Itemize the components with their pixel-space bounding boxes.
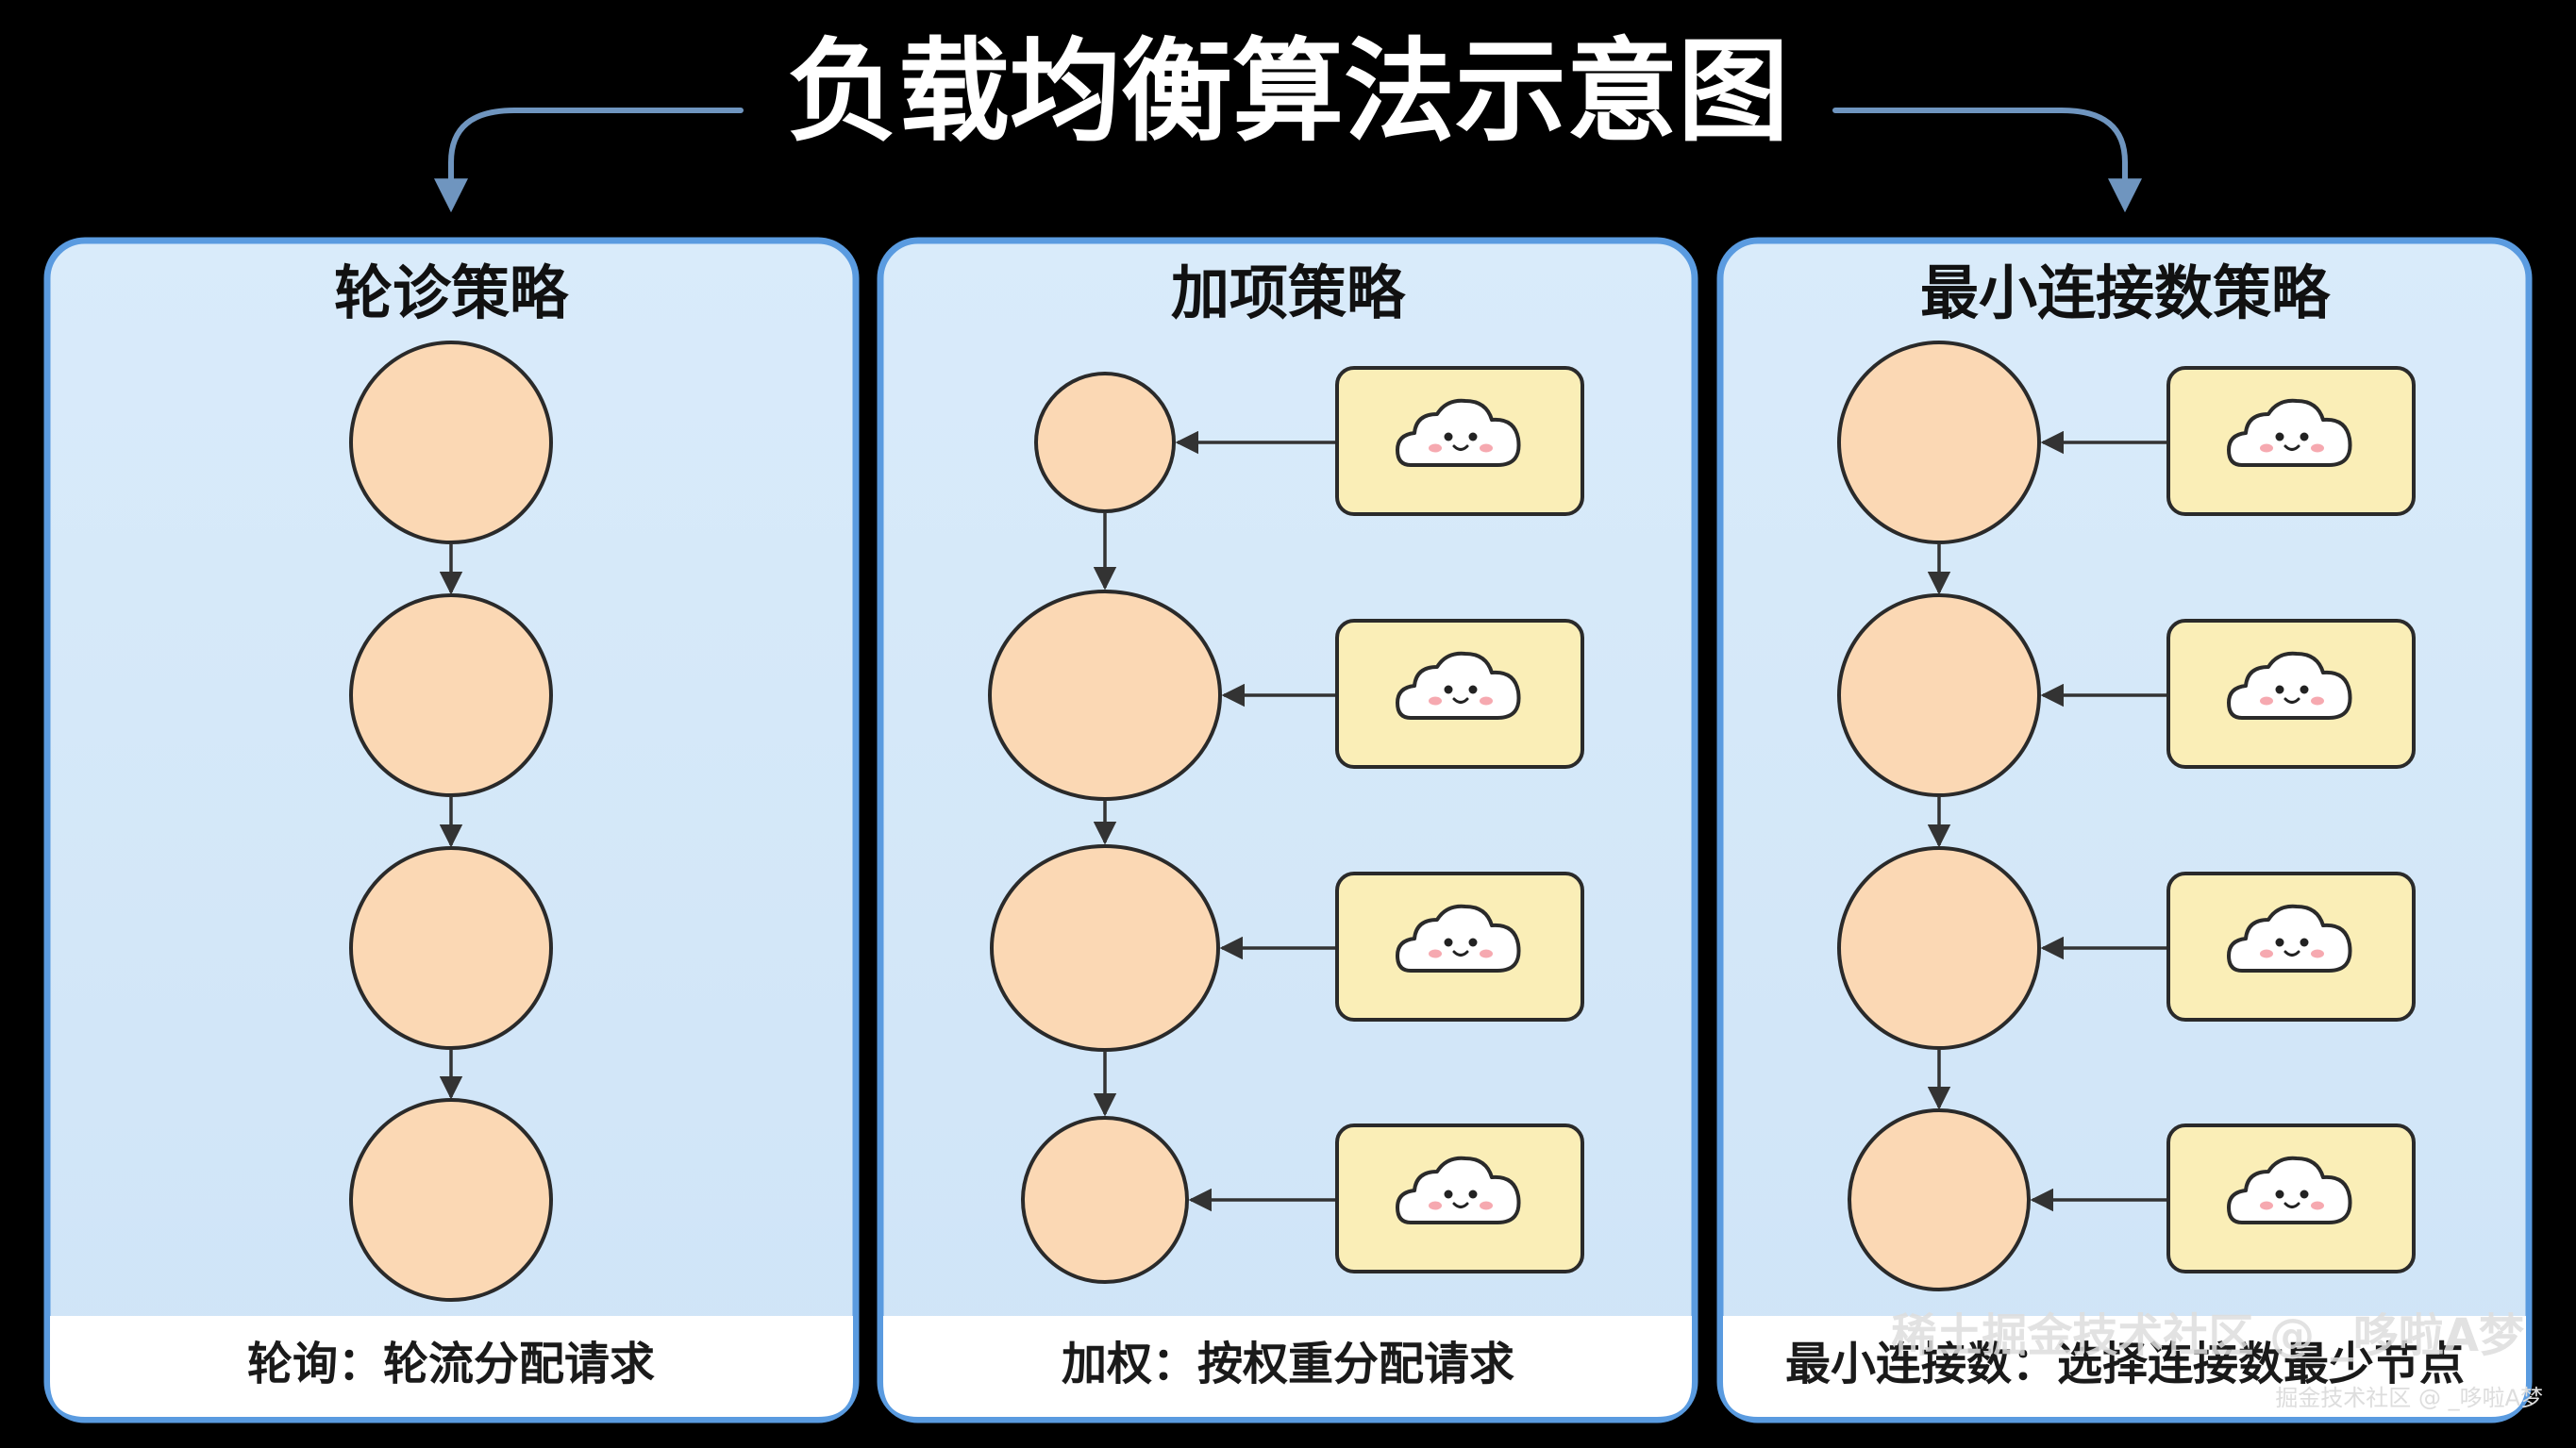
server-node xyxy=(1034,372,1176,513)
panel-title-least-connections: 最小连接数策略 xyxy=(1920,258,2331,327)
watermark-brand: 稀土掘金技术社区 @ _哆啦A梦 xyxy=(1891,1309,2524,1362)
server-node xyxy=(988,590,1222,801)
client-box xyxy=(2166,619,2416,769)
client-box xyxy=(2166,1123,2416,1273)
client-box xyxy=(2166,872,2416,1022)
panel-round-robin-caption-bar xyxy=(50,1316,853,1417)
server-node xyxy=(1837,846,2041,1050)
server-node xyxy=(349,846,553,1050)
panel-weighted: 加项策略 加权：按权重分配请求 xyxy=(877,237,1698,1423)
caption-least-connections: 最小连接数：选择连接数最少节点 xyxy=(1785,1338,2465,1390)
server-node xyxy=(349,593,553,797)
server-node xyxy=(1837,341,2041,544)
left-curved-arrow xyxy=(434,108,744,213)
client-box xyxy=(2166,366,2416,516)
client-box xyxy=(1335,872,1584,1022)
server-node xyxy=(1021,1116,1189,1284)
server-node xyxy=(1837,593,2041,797)
right-curved-arrow xyxy=(1832,108,2142,213)
server-node xyxy=(1848,1108,2031,1291)
watermark-source: 掘金技术社区 @ _哆啦A梦 xyxy=(2275,1385,2543,1411)
panel-weighted-caption-bar xyxy=(883,1316,1692,1417)
watermark: 稀土掘金技术社区 @ _哆啦A梦 掘金技术社区 @ _哆啦A梦 xyxy=(1891,1309,2543,1411)
caption-weighted: 加权：按权重分配请求 xyxy=(1062,1338,1514,1390)
client-box xyxy=(1335,366,1584,516)
caption-round-robin: 轮询：轮流分配请求 xyxy=(247,1338,655,1390)
page-title: 负载均衡算法示意图 xyxy=(787,26,1789,157)
panel-title-weighted: 加项策略 xyxy=(1171,258,1406,327)
client-box xyxy=(1335,1123,1584,1273)
server-node xyxy=(990,844,1220,1052)
panel-title-round-robin: 轮诊策略 xyxy=(334,258,569,327)
client-box xyxy=(1335,619,1584,769)
server-node xyxy=(349,341,553,544)
panel-round-robin: 轮诊策略 轮询：轮流分配请求 xyxy=(43,237,860,1423)
panel-least-connections-caption-bar xyxy=(1723,1316,2526,1417)
panel-least-connections: 最小连接数策略 最小连接数：选择连接数最少节点 xyxy=(1716,237,2533,1423)
server-node xyxy=(349,1098,553,1302)
